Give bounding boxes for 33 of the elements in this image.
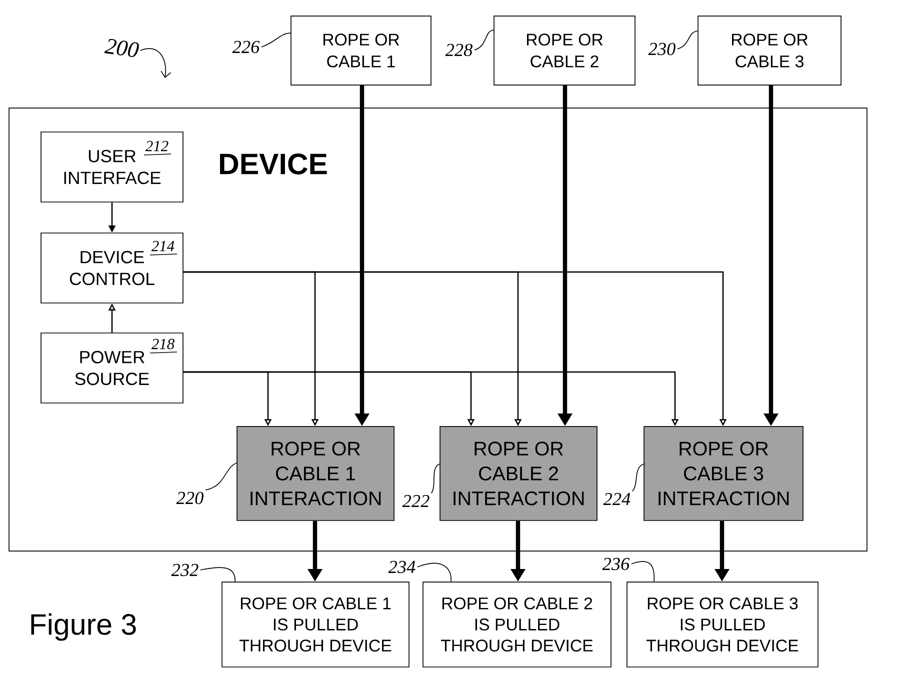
reference-numeral: 220 bbox=[176, 492, 204, 504]
reference-numeral: 236 bbox=[602, 558, 630, 570]
reference-numeral: 218 bbox=[150, 338, 178, 354]
reference-numeral: 230 bbox=[648, 42, 676, 56]
leader-line bbox=[260, 32, 291, 48]
leader-line bbox=[416, 562, 452, 582]
shaded-box: ROPE OR CABLE 3 INTERACTION bbox=[644, 426, 804, 521]
leader-line bbox=[200, 567, 236, 582]
process-box: ROPE OR CABLE 1 IS PULLED THROUGH DEVICE bbox=[222, 582, 410, 668]
leader-line bbox=[430, 464, 440, 494]
process-box: ROPE OR CABLE 3 IS PULLED THROUGH DEVICE bbox=[626, 582, 818, 668]
leader-line bbox=[630, 561, 655, 582]
leader-line bbox=[632, 464, 644, 492]
leader-line bbox=[204, 462, 238, 491]
reference-numeral: 226 bbox=[232, 40, 260, 54]
process-box: ROPE OR CABLE 2 IS PULLED THROUGH DEVICE bbox=[422, 582, 612, 668]
leader-line bbox=[474, 30, 494, 50]
reference-numeral: 200 bbox=[104, 39, 139, 57]
figure-caption: Figure 3 bbox=[31, 613, 136, 641]
shaded-box: ROPE OR CABLE 1 INTERACTION bbox=[236, 426, 394, 521]
reference-numeral: 224 bbox=[603, 492, 630, 506]
process-box: ROPE OR CABLE 3 bbox=[698, 16, 842, 86]
shaded-box: ROPE OR CABLE 2 INTERACTION bbox=[440, 426, 598, 521]
process-box: ROPE OR CABLE 1 bbox=[290, 16, 432, 86]
reference-numeral: 228 bbox=[445, 44, 472, 56]
reference-numeral: 234 bbox=[388, 560, 416, 574]
reference-numeral: 214 bbox=[150, 240, 178, 256]
reference-numeral: 232 bbox=[171, 564, 198, 576]
arrow bbox=[140, 48, 172, 78]
reference-numeral: 222 bbox=[402, 494, 430, 508]
process-box: ROPE OR CABLE 2 bbox=[494, 16, 636, 86]
reference-numeral: 212 bbox=[144, 140, 172, 156]
leader-line bbox=[676, 30, 698, 50]
